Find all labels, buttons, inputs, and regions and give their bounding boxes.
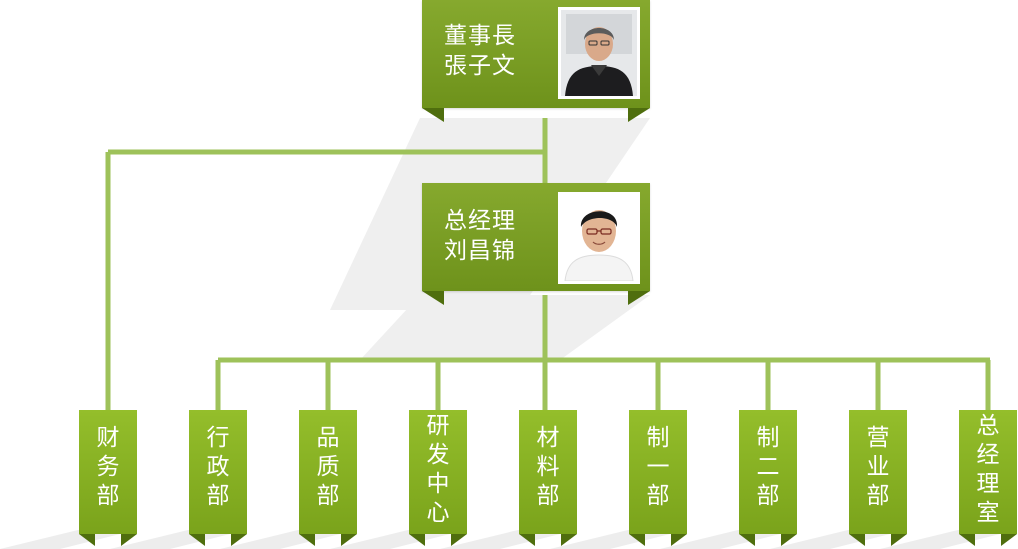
department-sales: 营业部 <box>849 410 907 546</box>
department-fold-right <box>341 534 357 546</box>
department-materials: 材料部 <box>519 410 577 546</box>
department-fold-left <box>519 534 535 546</box>
sales-shadow <box>770 530 906 549</box>
department-label: 制一部 <box>646 425 670 509</box>
chairman-name: 張子文 <box>444 53 516 79</box>
department-fold-left <box>79 534 95 546</box>
manager-card-fold-left <box>422 291 444 305</box>
department-label: 品质部 <box>316 425 340 509</box>
mfg1-shadow <box>550 530 686 549</box>
manager-card: 总经理 刘昌锦 <box>422 183 650 305</box>
department-general-office: 总经理室 <box>959 410 1017 546</box>
chairman-title: 董事長 <box>444 23 516 49</box>
department-fold-right <box>561 534 577 546</box>
department-label: 总经理室 <box>976 413 1000 526</box>
department-administration: 行政部 <box>189 410 247 546</box>
materials-shadow <box>440 530 576 549</box>
department-fold-right <box>891 534 907 546</box>
chairman-portrait-icon <box>558 7 640 99</box>
department-label: 营业部 <box>866 425 890 509</box>
manager-name: 刘昌锦 <box>444 238 516 264</box>
department-fold-right <box>121 534 137 546</box>
chairman-card-fold-left <box>422 108 444 122</box>
department-fold-right <box>1001 534 1017 546</box>
department-label: 制二部 <box>756 425 780 509</box>
department-quality: 品质部 <box>299 410 357 546</box>
department-label: 研发中心 <box>426 413 450 526</box>
department-fold-right <box>671 534 687 546</box>
finance-shadow <box>0 530 136 549</box>
department-manufacturing-1: 制一部 <box>629 410 687 546</box>
department-label: 材料部 <box>536 425 560 509</box>
chairman-card: 董事長 張子文 <box>422 0 650 122</box>
rd-shadow <box>330 530 466 549</box>
department-fold-left <box>189 534 205 546</box>
department-label: 财务部 <box>96 425 120 509</box>
department-fold-right <box>451 534 467 546</box>
department-fold-left <box>629 534 645 546</box>
department-fold-left <box>849 534 865 546</box>
department-fold-left <box>959 534 975 546</box>
manager-portrait-icon <box>558 192 640 284</box>
quality-shadow <box>220 530 356 549</box>
department-fold-right <box>781 534 797 546</box>
department-finance: 财务部 <box>79 410 137 546</box>
mfg2-shadow <box>660 530 796 549</box>
manager-title: 总经理 <box>444 208 516 234</box>
administration-shadow <box>110 530 246 549</box>
department-manufacturing-2: 制二部 <box>739 410 797 546</box>
manager-shadow <box>360 295 650 360</box>
department-rd-center: 研发中心 <box>409 410 467 546</box>
manager-card-fold-right <box>628 291 650 305</box>
department-label: 行政部 <box>206 425 230 509</box>
department-fold-left <box>299 534 315 546</box>
department-fold-right <box>231 534 247 546</box>
department-fold-left <box>739 534 755 546</box>
office-shadow <box>880 530 1016 549</box>
connector-lines <box>105 118 991 410</box>
chairman-card-fold-right <box>628 108 650 122</box>
department-fold-left <box>409 534 425 546</box>
